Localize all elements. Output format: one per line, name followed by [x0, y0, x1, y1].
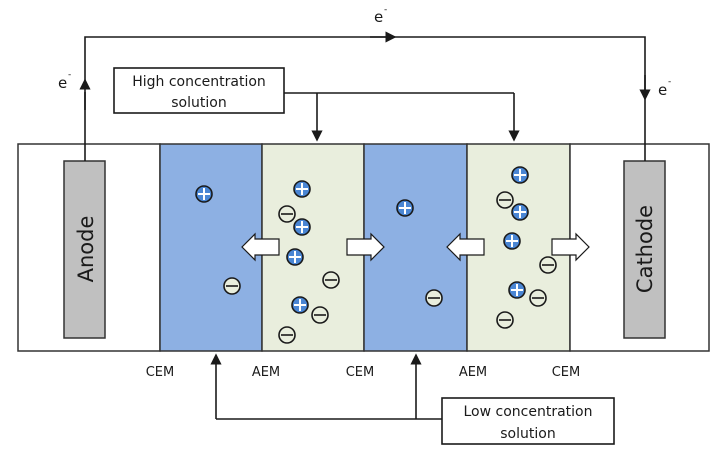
- anion-icon: [539, 256, 557, 274]
- electron-text: e: [374, 8, 383, 26]
- cation-icon: [503, 232, 521, 250]
- electron-charge: -: [68, 70, 71, 80]
- low-concentration-line2: solution: [500, 426, 555, 442]
- cathode: Cathode: [623, 160, 666, 339]
- anion-icon: [311, 306, 329, 324]
- cation-icon: [291, 296, 309, 314]
- anode-plate: [63, 160, 106, 339]
- anion-icon: [278, 205, 296, 223]
- cathode-plate: [623, 160, 666, 339]
- cation-icon: [286, 248, 304, 266]
- external-circuit: [79, 31, 651, 161]
- anion-icon: [529, 289, 547, 307]
- cation-icon: [511, 166, 529, 184]
- electron-charge: -: [668, 77, 671, 87]
- ion-flow-arrow-left: [446, 232, 485, 262]
- membrane-label: CEM: [146, 365, 175, 380]
- low-concentration-feed: Low concentration solution: [210, 353, 615, 445]
- anode-label: Anode: [74, 216, 98, 283]
- high-concentration-line1: High concentration: [132, 74, 266, 90]
- high-concentration-feed: High concentration solution: [113, 67, 520, 142]
- membrane-label: CEM: [552, 365, 581, 380]
- cation-icon: [293, 180, 311, 198]
- anion-icon: [278, 326, 296, 344]
- ion-flow-arrow-right: [346, 232, 385, 262]
- electron-text: e: [658, 81, 667, 99]
- low-concentration-box: [441, 397, 615, 445]
- electron-charge: -: [384, 5, 387, 15]
- anion-icon: [496, 191, 514, 209]
- ions: [195, 166, 557, 344]
- anion-icon: [223, 277, 241, 295]
- electron-text: e: [58, 74, 67, 92]
- anion-icon: [496, 311, 514, 329]
- cation-icon: [195, 185, 213, 203]
- membrane-labels: CEM AEM CEM AEM CEM: [146, 365, 581, 380]
- cation-icon: [511, 203, 529, 221]
- cation-icon: [293, 218, 311, 236]
- anion-icon: [425, 289, 443, 307]
- electron-label-left: e -: [58, 70, 71, 92]
- anode: Anode: [63, 160, 106, 339]
- cation-icon: [396, 199, 414, 217]
- membrane-label: CEM: [346, 365, 375, 380]
- ion-flow-arrows: [241, 232, 590, 262]
- anion-icon: [322, 271, 340, 289]
- electron-label-right: e -: [658, 77, 671, 99]
- high-concentration-box: [113, 67, 285, 114]
- low-concentration-line1: Low concentration: [464, 404, 593, 420]
- cathode-label: Cathode: [633, 205, 657, 293]
- ion-flow-arrow-left: [241, 232, 280, 262]
- high-concentration-line2: solution: [171, 95, 226, 111]
- cation-icon: [508, 281, 526, 299]
- ion-flow-arrow-right: [551, 232, 590, 262]
- membrane-label: AEM: [459, 365, 487, 380]
- electron-label-top: e -: [374, 5, 387, 26]
- membrane-label: AEM: [252, 365, 280, 380]
